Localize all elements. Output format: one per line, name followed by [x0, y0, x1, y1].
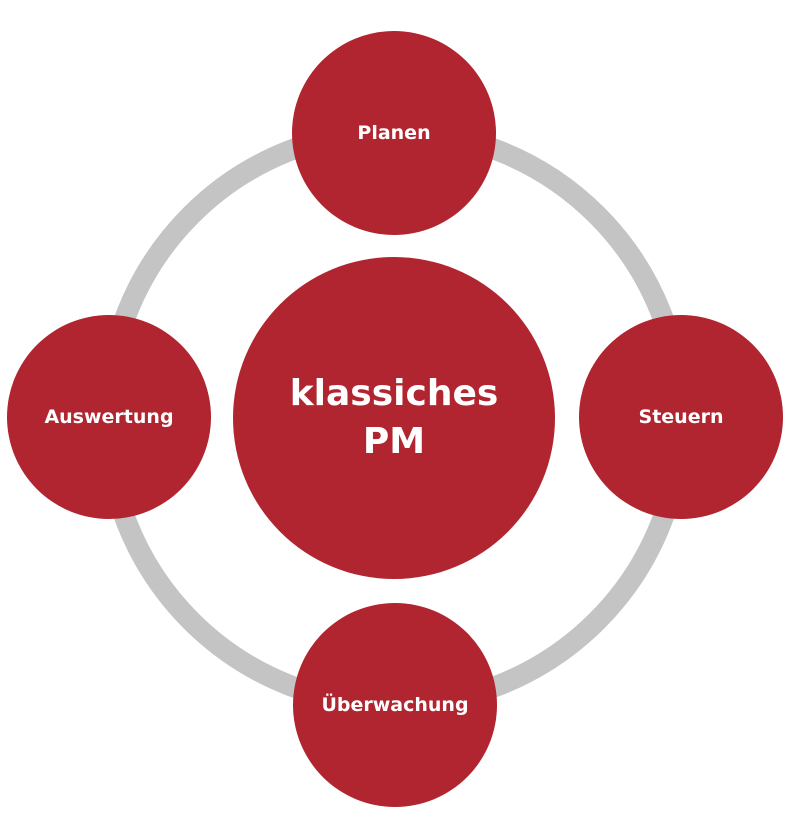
node-planen-label: Planen	[357, 122, 431, 144]
node-ueberwachung-label: Überwachung	[321, 694, 469, 716]
node-steuern: Steuern	[579, 315, 783, 519]
node-auswertung: Auswertung	[7, 315, 211, 519]
node-auswertung-label: Auswertung	[44, 406, 174, 428]
center-node-label: klassiches PM	[289, 373, 499, 462]
center-node: klassiches PM	[233, 257, 555, 579]
node-ueberwachung: Überwachung	[293, 603, 497, 807]
node-planen: Planen	[292, 31, 496, 235]
node-steuern-label: Steuern	[638, 406, 724, 428]
